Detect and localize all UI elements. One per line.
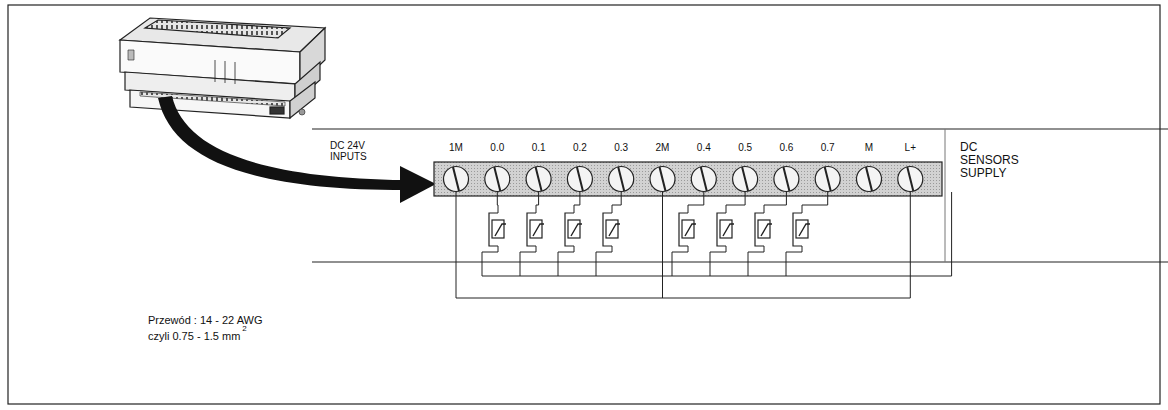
switch-lever [799, 224, 810, 236]
wire [520, 246, 536, 276]
screw-slot [701, 167, 707, 191]
screw-slot [907, 167, 913, 191]
terminal-label: M [865, 142, 873, 153]
screw-slot [536, 167, 542, 191]
switch-symbol [492, 220, 504, 238]
terminal-screw [567, 167, 592, 192]
terminal-screw [898, 167, 923, 192]
switch-lever [685, 224, 696, 236]
switch-lever [609, 224, 620, 236]
wire [482, 192, 952, 276]
wire [574, 192, 580, 213]
terminal-label: 0.0 [490, 142, 504, 153]
terminal-screw [609, 167, 634, 192]
terminal-screw [691, 167, 716, 192]
panel-label: DC SENSORS SUPPLY [960, 141, 1020, 181]
terminal-label: L+ [905, 142, 916, 153]
terminal-label: 0.4 [697, 142, 711, 153]
terminal-screw [857, 167, 882, 192]
switch-symbol [796, 220, 808, 238]
wire [456, 192, 910, 298]
wire [536, 192, 539, 213]
frame [8, 5, 1160, 404]
wire [596, 246, 612, 276]
terminal-label: 0.6 [779, 142, 793, 153]
switch-lever [761, 224, 772, 236]
screw-slot [866, 167, 872, 191]
terminal-label: 1M [449, 142, 463, 153]
screw-slot [825, 167, 831, 191]
terminal-screw [815, 167, 840, 192]
switch-lever [571, 224, 582, 236]
terminal-screw [733, 167, 758, 192]
terminal-screw [444, 167, 469, 192]
module-edge [945, 129, 946, 262]
pointer-arrow [158, 96, 436, 203]
screw-slot [618, 167, 624, 191]
wire [764, 192, 786, 213]
plc-illustration [120, 18, 325, 118]
screw-slot [577, 167, 583, 191]
switch-lever [495, 224, 506, 236]
terminal-label: 0.5 [738, 142, 752, 153]
terminal-label: 0.7 [821, 142, 835, 153]
wire [497, 192, 499, 213]
superscript: 2 [242, 325, 246, 334]
wire [612, 192, 621, 213]
switch-symbol [720, 220, 732, 238]
terminal-label: 0.1 [532, 142, 546, 153]
terminal-screw [485, 167, 510, 192]
wire [688, 192, 704, 213]
wire [482, 246, 498, 276]
screw-slot [453, 167, 459, 191]
terminal-strip [434, 162, 942, 196]
terminal-label: 0.2 [573, 142, 587, 153]
terminal-screw [650, 167, 675, 192]
screw-slot [494, 167, 500, 191]
screw-slot [742, 167, 748, 191]
terminal-screws [444, 167, 923, 192]
switch-symbol [568, 220, 580, 238]
screw-slot [783, 167, 789, 191]
wiring [456, 192, 952, 298]
wire [748, 246, 764, 276]
terminal-screw [526, 167, 551, 192]
terminal-label: 0.3 [614, 142, 628, 153]
switch-symbol [530, 220, 542, 238]
wire [558, 246, 574, 276]
switch-symbol [606, 220, 618, 238]
switch-symbol [758, 220, 770, 238]
terminal-screw [774, 167, 799, 192]
module-edge [312, 261, 1168, 262]
panel-label: DC 24V INPUTS [330, 140, 378, 162]
terminal-label: 2M [656, 142, 670, 153]
wire [726, 192, 745, 213]
switch-symbol [682, 220, 694, 238]
module-edge [312, 128, 1168, 129]
wire [662, 192, 663, 298]
switch-lever [723, 224, 734, 236]
screw-slot [660, 167, 666, 191]
wire [802, 192, 828, 213]
switch-symbols [489, 213, 810, 246]
wire [786, 246, 802, 276]
wire [672, 246, 688, 276]
wire-note: czyli 0.75 - 1.5 mm [148, 330, 240, 342]
switch-lever [533, 224, 544, 236]
wire [710, 246, 726, 276]
